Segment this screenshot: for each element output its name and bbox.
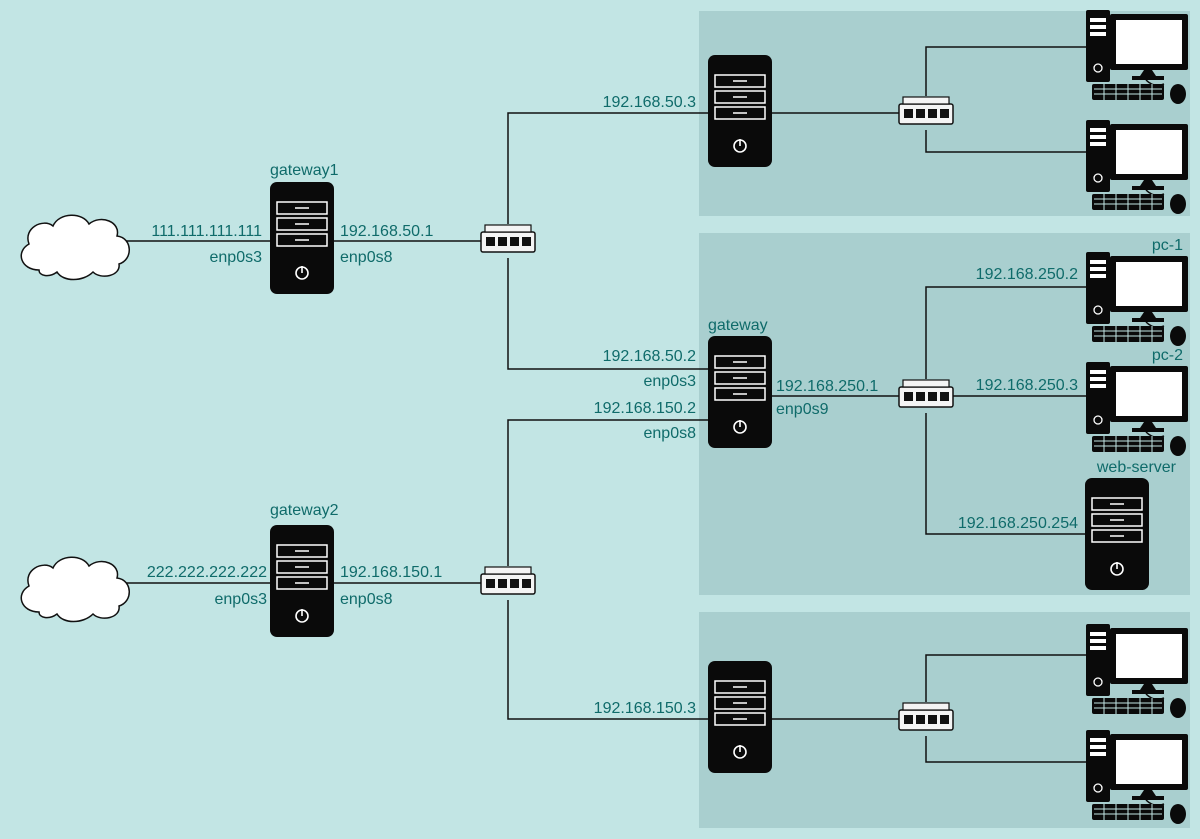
gateway-ip-50: 192.168.50.2 — [603, 348, 697, 365]
switch-icon — [898, 96, 954, 125]
switch-icon — [480, 224, 536, 253]
gateway2-int-if: enp0s8 — [340, 591, 393, 608]
gateway2-ext-ip: 222.222.222.222 — [147, 564, 267, 581]
pc2-ip: 192.168.250.3 — [976, 377, 1078, 394]
desktop-pc-icon — [1085, 119, 1189, 215]
server-icon — [1084, 477, 1150, 591]
desktop-pc-icon — [1085, 361, 1189, 457]
server-icon — [707, 54, 773, 168]
server-icon — [707, 660, 773, 774]
desktop-pc-icon — [1085, 251, 1189, 347]
switch-icon — [898, 702, 954, 731]
gateway2-int-ip: 192.168.150.1 — [340, 564, 442, 581]
server-icon — [269, 524, 335, 638]
gateway1-label: gateway1 — [270, 162, 339, 179]
server-icon — [269, 181, 335, 295]
gateway1-int-ip: 192.168.50.1 — [340, 223, 434, 240]
network-links — [125, 46, 1086, 763]
server-icon — [707, 335, 773, 449]
gateway1-ext-ip: 111.111.111.111 — [151, 223, 262, 240]
pc2-label: pc-2 — [1152, 347, 1183, 364]
gateway1-ext-if: enp0s3 — [210, 249, 263, 266]
gateway2-ext-if: enp0s3 — [215, 591, 268, 608]
gateway-ip-150: 192.168.150.2 — [594, 400, 696, 417]
gateway-ip-250: 192.168.250.1 — [776, 378, 878, 395]
cloud-icon — [20, 556, 131, 623]
pc1-ip: 192.168.250.2 — [976, 266, 1078, 283]
gateway-if-50: enp0s3 — [644, 373, 697, 390]
top-server-ip: 192.168.50.3 — [603, 94, 697, 111]
web-server-label: web-server — [1096, 459, 1177, 476]
pc1-label: pc-1 — [1152, 237, 1183, 254]
switch-icon — [898, 379, 954, 408]
gateway1-int-if: enp0s8 — [340, 249, 393, 266]
gateway-if-250: enp0s9 — [776, 401, 829, 418]
gateway-if-150: enp0s8 — [644, 425, 697, 442]
bottom-server-ip: 192.168.150.3 — [594, 700, 696, 717]
web-server-ip: 192.168.250.254 — [958, 515, 1078, 532]
desktop-pc-icon — [1085, 623, 1189, 719]
gateway-label: gateway — [708, 317, 768, 334]
desktop-pc-icon — [1085, 9, 1189, 105]
cloud-icon — [20, 214, 131, 281]
desktop-pc-icon — [1085, 729, 1189, 825]
switch-icon — [480, 566, 536, 595]
gateway2-label: gateway2 — [270, 502, 339, 519]
